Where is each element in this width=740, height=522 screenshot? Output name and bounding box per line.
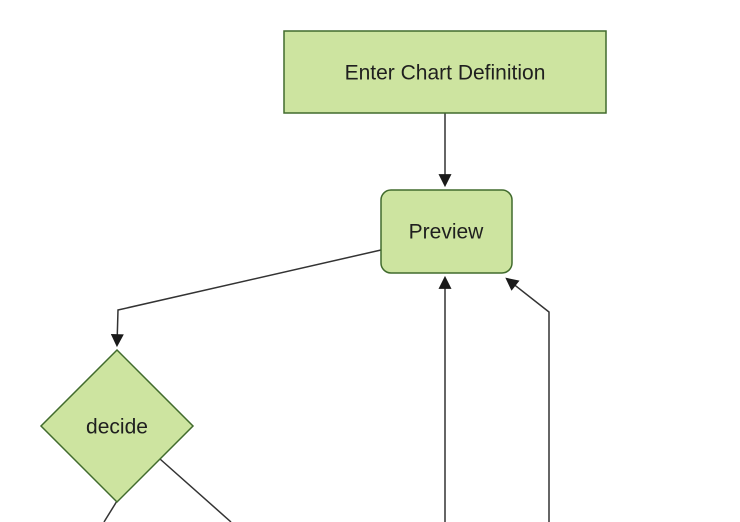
- node-enter-chart-definition: Enter Chart Definition: [283, 30, 607, 114]
- edge-group: [103, 113, 550, 522]
- edge-preview-to-decide: [110, 249, 382, 348]
- edge-decide-to-bottom-right: [159, 458, 232, 522]
- decide-box: [39, 348, 195, 504]
- enter-chart-definition-box: [283, 30, 607, 114]
- decide-label: decide: [86, 416, 148, 439]
- preview-box: [380, 189, 513, 274]
- enter-chart-definition-label: Enter Chart Definition: [345, 62, 546, 85]
- node-preview: Preview: [380, 189, 513, 274]
- preview-label: Preview: [409, 221, 485, 244]
- node-decide: decide: [39, 348, 195, 504]
- edge-decide-to-bottom-left: [103, 500, 118, 522]
- edge-bottom-right-to-preview: [505, 277, 550, 522]
